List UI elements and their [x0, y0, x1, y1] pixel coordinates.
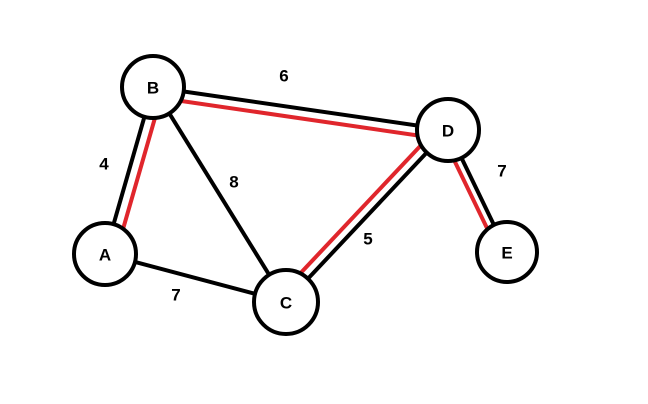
edge-b-d: 6: [152, 67, 450, 142]
edge-weight-label: 5: [363, 230, 372, 249]
edge-line: [284, 128, 450, 304]
node-label: D: [442, 122, 454, 141]
node-circle: [415, 97, 481, 163]
node-label: C: [280, 294, 292, 313]
node-label: E: [501, 244, 512, 263]
node-circle: [475, 220, 539, 284]
node-circle: [252, 268, 320, 336]
edge-line: [151, 85, 288, 304]
node-b: B: [120, 54, 186, 120]
edge-weight-label: 4: [99, 155, 109, 174]
edge-c-d: 5: [277, 122, 450, 304]
edge-weight-label: 8: [229, 173, 238, 192]
node-circle: [72, 221, 138, 287]
edge-highlight: [277, 122, 443, 298]
node-label: A: [99, 246, 111, 265]
edge-weight-label: 7: [171, 286, 180, 305]
edge-b-c: 8: [151, 85, 288, 304]
nodes-layer: B A C D E: [72, 54, 539, 336]
node-circle: [120, 54, 186, 120]
edge-highlight: [153, 95, 450, 142]
edge-line: [152, 85, 449, 132]
node-label: B: [147, 79, 159, 98]
edge-weight-label: 6: [279, 67, 288, 86]
edge-weight-label: 7: [497, 162, 506, 181]
node-e: E: [475, 220, 539, 284]
node-c: C: [252, 268, 320, 336]
node-a: A: [72, 221, 138, 287]
node-d: D: [415, 97, 481, 163]
